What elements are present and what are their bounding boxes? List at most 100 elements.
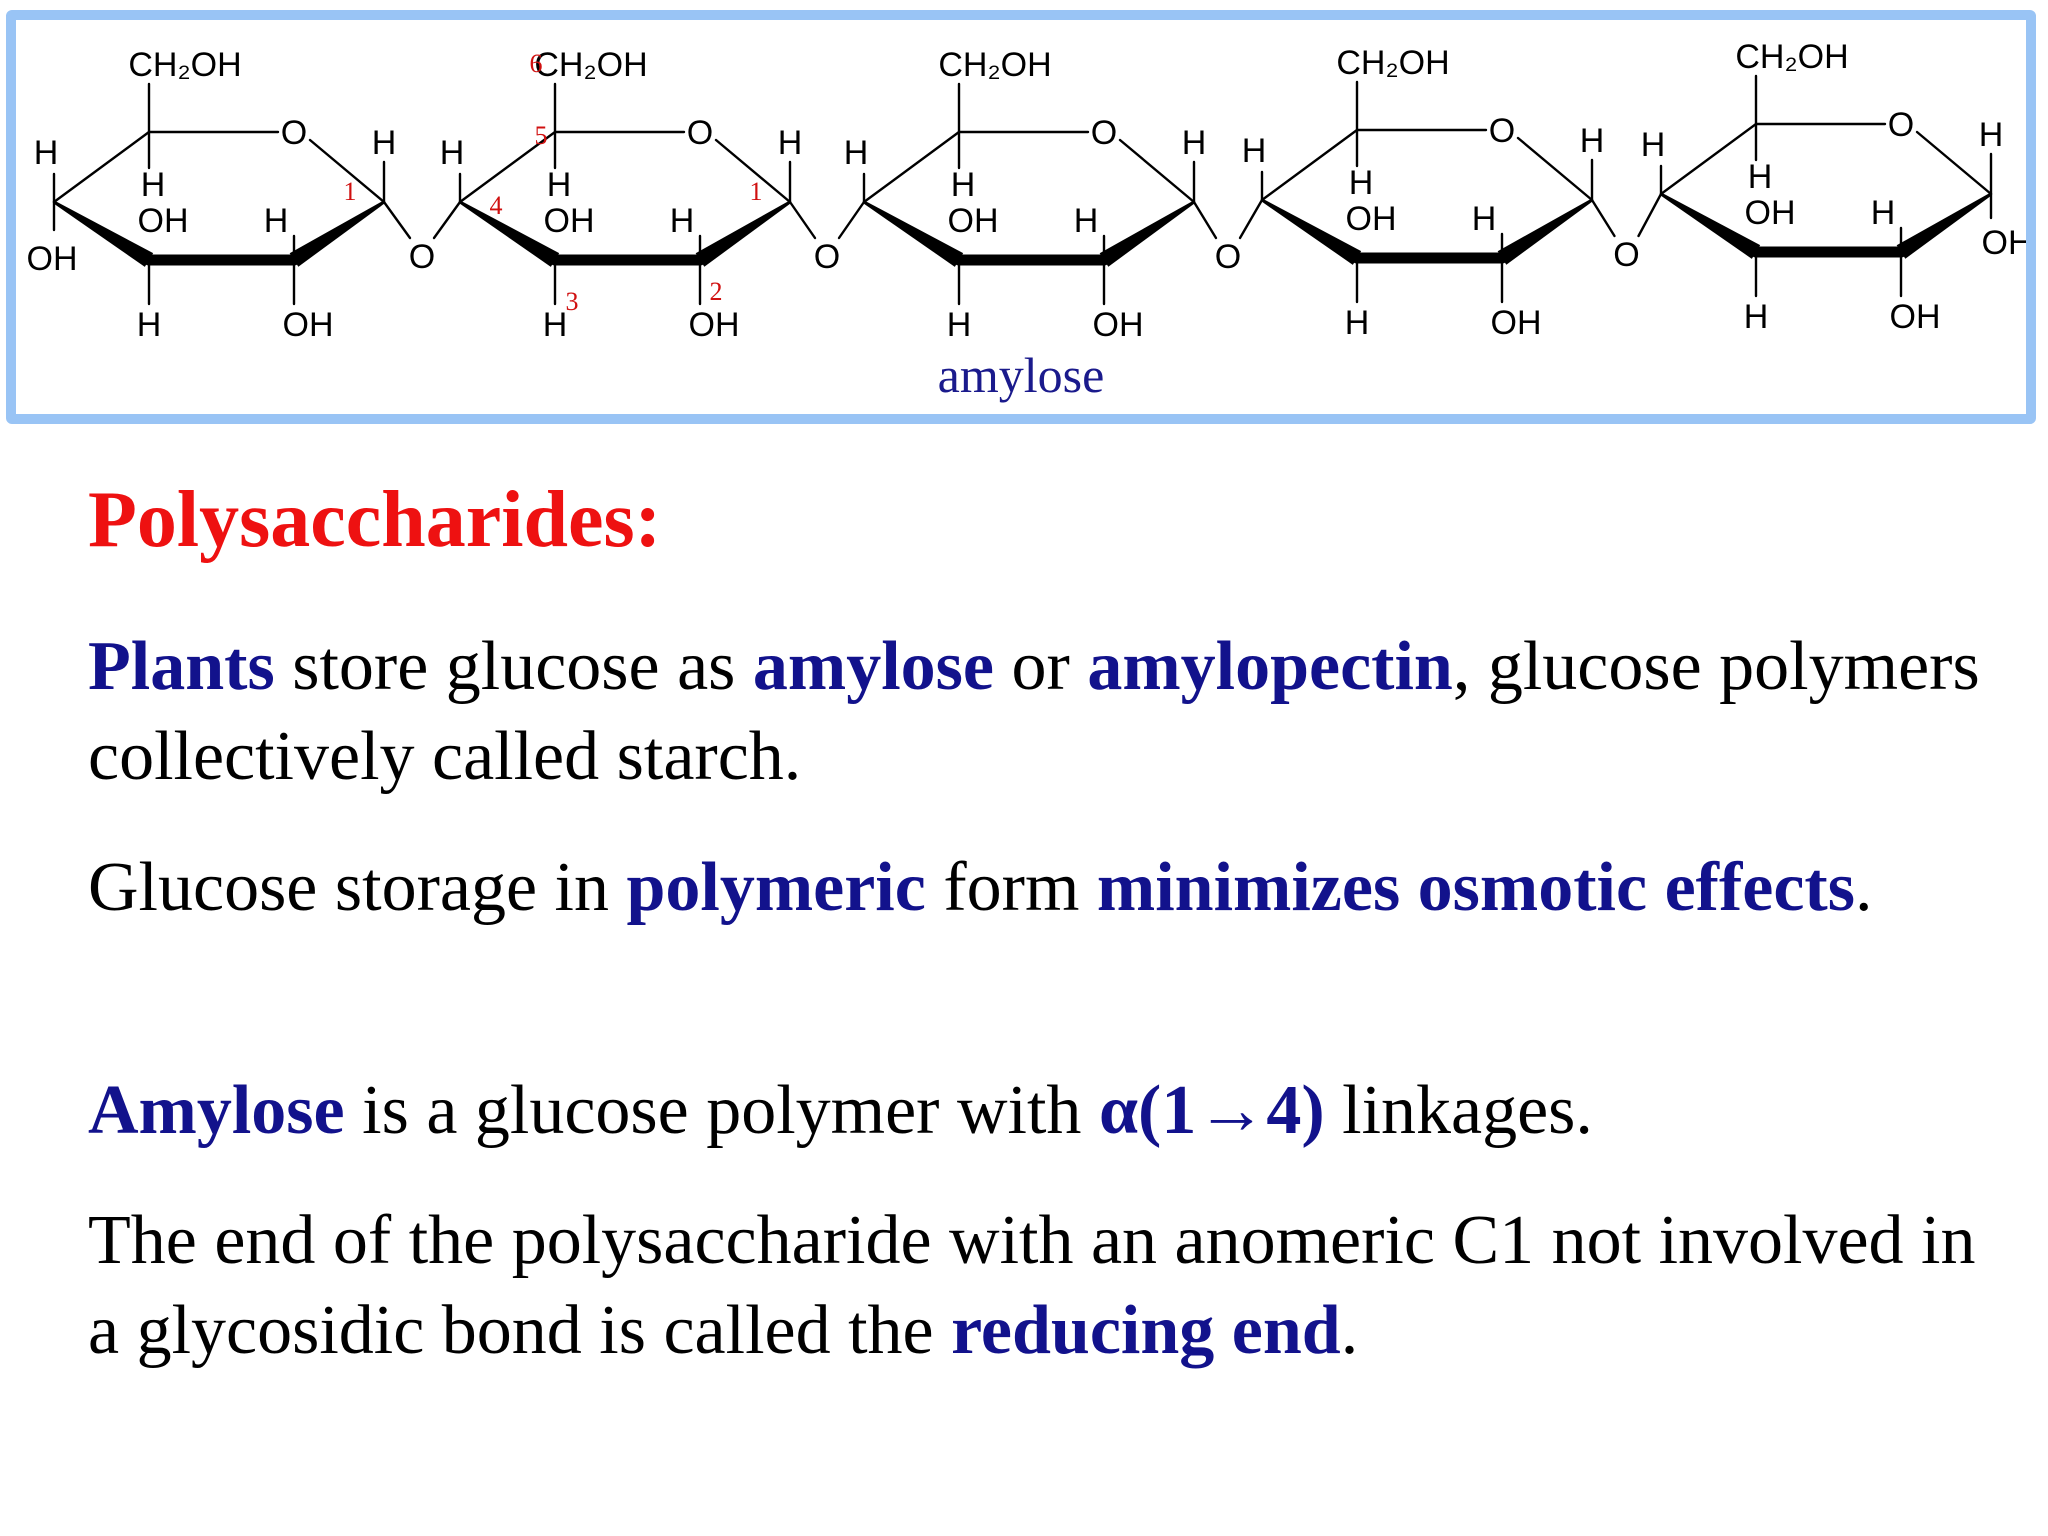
hydrogen-label: H bbox=[1349, 164, 1374, 202]
bond-c4-c5 bbox=[458, 130, 557, 204]
bond-c1-c2-wedge bbox=[289, 200, 385, 267]
hydrogen-label: H bbox=[141, 166, 166, 204]
ch2oh-label: CH₂OH bbox=[534, 46, 647, 84]
text-segment: . bbox=[1340, 1292, 1359, 1369]
term-minimizes-osmotic-effects: minimizes osmotic effects bbox=[1096, 849, 1855, 926]
glycosidic-bond bbox=[1238, 198, 1264, 240]
hydrogen-label: H bbox=[951, 166, 976, 204]
hydroxyl-label: OH bbox=[1346, 200, 1397, 238]
hydrogen-label: H bbox=[137, 306, 162, 344]
ring-oxygen-label: O bbox=[687, 114, 713, 152]
text-segment: or bbox=[994, 628, 1088, 705]
bond-o-c1 bbox=[308, 138, 386, 204]
bond-c1-c2-wedge bbox=[1497, 198, 1593, 265]
hydrogen-label: H bbox=[1472, 200, 1497, 238]
bond-c4-c3-wedge bbox=[1660, 192, 1761, 259]
bond-c4-c5 bbox=[862, 130, 961, 204]
hydrogen-label: H bbox=[547, 166, 572, 204]
bond-o-c1 bbox=[1118, 138, 1196, 204]
hydroxyl-label: OH bbox=[283, 306, 334, 344]
ch2oh-label: CH₂OH bbox=[1735, 38, 1848, 76]
bond-c4-c5 bbox=[1659, 122, 1758, 196]
hydroxyl-label: OH bbox=[1093, 306, 1144, 344]
hydrogen-label: H bbox=[34, 134, 59, 172]
slide-heading: Polysaccharides: bbox=[88, 476, 662, 564]
text-segment: Glucose storage in bbox=[88, 849, 627, 926]
ring-oxygen-label: O bbox=[281, 114, 307, 152]
hydrogen-label: H bbox=[947, 306, 972, 344]
text-segment: The end of the polysaccharide with an an… bbox=[88, 1202, 1976, 1369]
hydroxyl-label: OH bbox=[544, 202, 595, 240]
glycosidic-bond bbox=[382, 200, 412, 240]
hydrogen-label: H bbox=[1580, 122, 1605, 160]
bond-c4-c5 bbox=[1260, 128, 1359, 202]
hydrogen-label: H bbox=[1074, 202, 1099, 240]
bond-o-c1 bbox=[1516, 136, 1594, 202]
carbon-number-label: 3 bbox=[566, 287, 579, 316]
term-polymeric: polymeric bbox=[626, 849, 926, 926]
hydroxyl-label: OH bbox=[1982, 224, 2027, 262]
hydroxyl-label: OH bbox=[27, 240, 78, 278]
glycosidic-oxygen-label: O bbox=[1613, 236, 1639, 274]
hydroxyl-label: OH bbox=[948, 202, 999, 240]
ch2oh-label: CH₂OH bbox=[128, 46, 241, 84]
term-reducing-end: reducing end bbox=[951, 1292, 1341, 1369]
carbon-number-label: 1 bbox=[750, 177, 763, 206]
hydrogen-label: H bbox=[264, 202, 289, 240]
paragraph-reducing-end: The end of the polysaccharide with an an… bbox=[88, 1196, 1988, 1376]
ch2oh-label: CH₂OH bbox=[1336, 44, 1449, 82]
hydrogen-label: H bbox=[1871, 194, 1896, 232]
glycosidic-oxygen-label: O bbox=[814, 238, 840, 276]
bond-c4-c3-wedge bbox=[1261, 198, 1362, 265]
ring-oxygen-label: O bbox=[1091, 114, 1117, 152]
carbon-number-label: 2 bbox=[710, 277, 723, 306]
glycosidic-bond bbox=[837, 200, 866, 240]
bond-c1-c2-wedge bbox=[1896, 192, 1992, 259]
text-segment: store glucose as bbox=[274, 628, 753, 705]
bond-c4-c3-wedge bbox=[863, 200, 964, 267]
paragraph-amylose-linkage: Amylose is a glucose polymer with α(1→4)… bbox=[88, 1066, 1988, 1156]
glycosidic-bond bbox=[1590, 198, 1616, 238]
glycosidic-bond bbox=[1192, 200, 1218, 240]
glycosidic-bond bbox=[432, 200, 462, 240]
carbon-number-label: 1 bbox=[344, 177, 357, 206]
bond-o-c1 bbox=[1915, 130, 1993, 196]
hydroxyl-label: OH bbox=[1890, 298, 1941, 336]
carbon-number-label: 4 bbox=[490, 191, 503, 220]
bond-c4-c3-wedge bbox=[53, 200, 154, 267]
ch2oh-label: CH₂OH bbox=[938, 46, 1051, 84]
bond-c1-c2-wedge bbox=[1099, 200, 1195, 267]
diagram-caption: amylose bbox=[938, 347, 1105, 403]
hydrogen-label: H bbox=[1744, 298, 1769, 336]
text-segment: , glucose polymers collectively called s… bbox=[88, 628, 1980, 795]
ring-oxygen-label: O bbox=[1489, 112, 1515, 150]
bond-c4-c3-wedge bbox=[459, 200, 560, 267]
glycosidic-bond bbox=[788, 200, 817, 240]
text-segment: . bbox=[1854, 849, 1873, 926]
term-amylose: amylose bbox=[752, 628, 994, 705]
hydrogen-label: H bbox=[1182, 124, 1207, 162]
glycosidic-oxygen-label: O bbox=[1215, 238, 1241, 276]
hydroxyl-label: OH bbox=[138, 202, 189, 240]
hydrogen-label: H bbox=[372, 124, 397, 162]
text-segment: linkages. bbox=[1324, 1072, 1593, 1149]
paragraph-osmotic: Glucose storage in polymeric form minimi… bbox=[88, 843, 1988, 933]
carbon-number-label: 6 bbox=[530, 49, 543, 78]
text-segment: is a glucose polymer with bbox=[344, 1072, 1099, 1149]
hydrogen-label: H bbox=[1641, 126, 1666, 164]
hydroxyl-label: OH bbox=[1745, 194, 1796, 232]
hydroxyl-label: OH bbox=[1491, 304, 1542, 342]
text-segment: form bbox=[925, 849, 1097, 926]
carbon-number-label: 5 bbox=[535, 121, 548, 150]
hydrogen-label: H bbox=[1979, 116, 2004, 154]
bond-c4-c5 bbox=[52, 130, 151, 204]
hydrogen-label: H bbox=[670, 202, 695, 240]
hydroxyl-label: OH bbox=[689, 306, 740, 344]
hydrogen-label: H bbox=[440, 134, 465, 172]
term-plants: Plants bbox=[88, 628, 275, 705]
ring-oxygen-label: O bbox=[1888, 106, 1914, 144]
bond-c1-c2-wedge bbox=[695, 200, 791, 267]
paragraph-plants-starch: Plants store glucose as amylose or amylo… bbox=[88, 622, 1988, 802]
